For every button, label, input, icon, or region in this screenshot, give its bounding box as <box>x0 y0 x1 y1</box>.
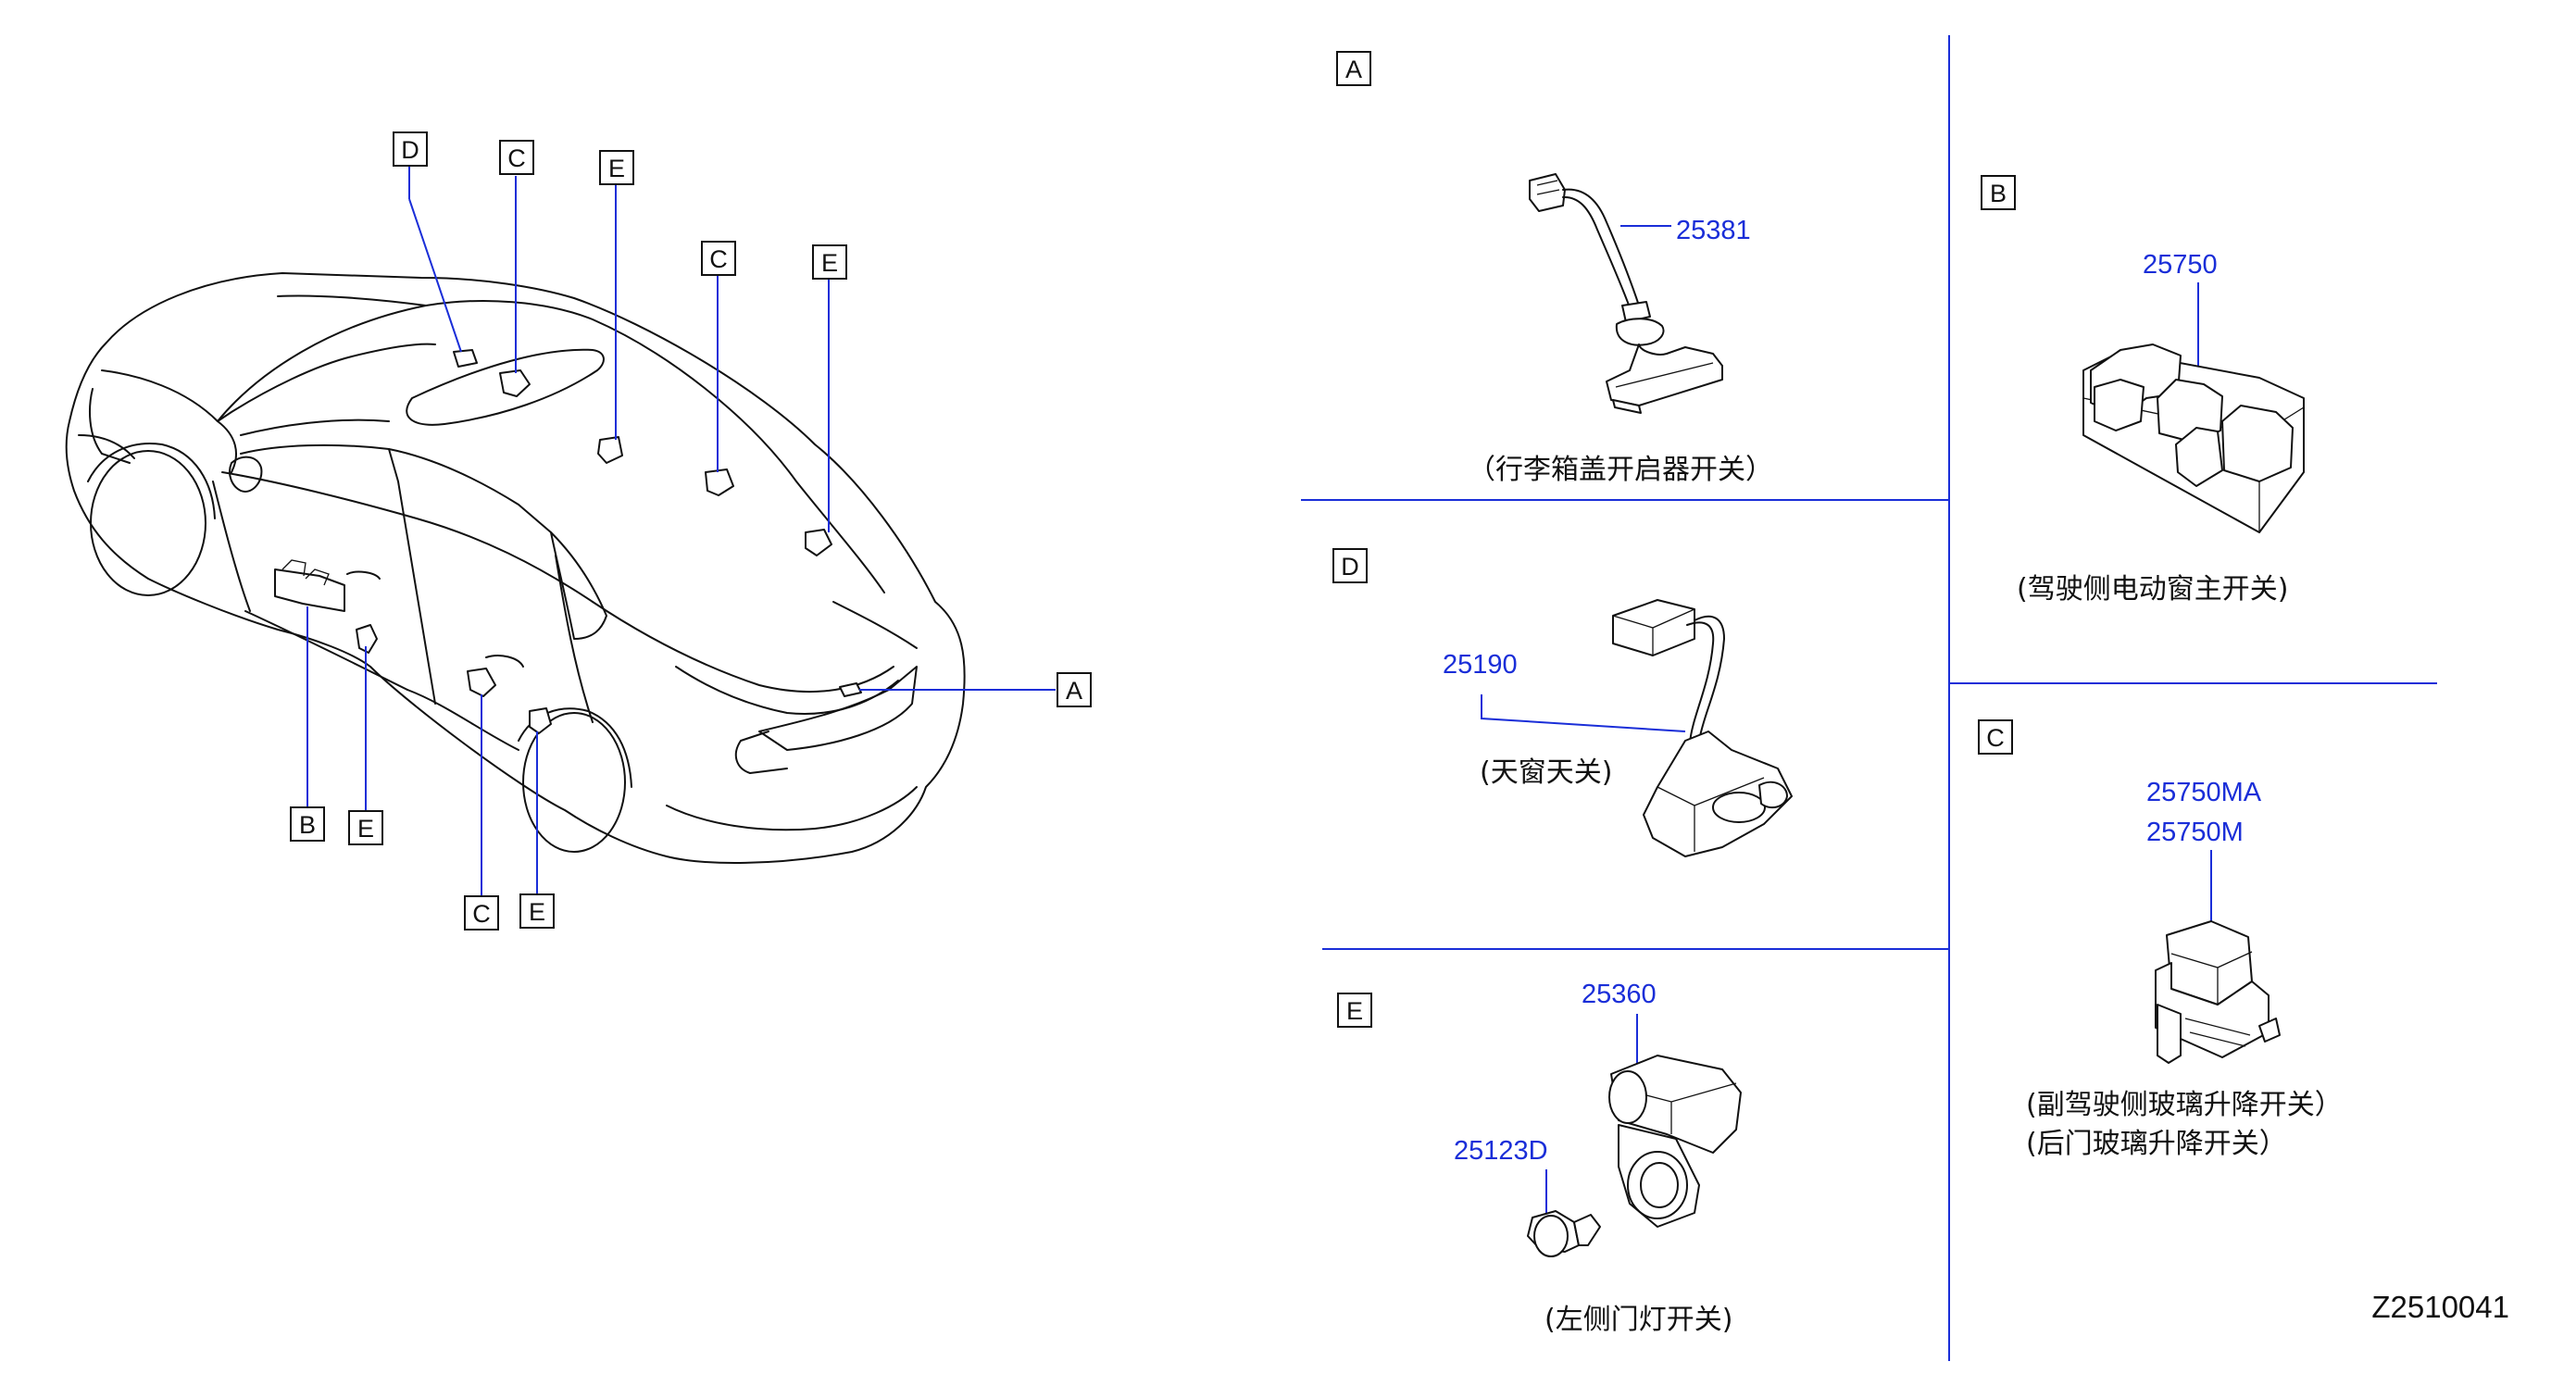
callout-c-roof: C <box>507 144 526 172</box>
caption-door-lamp-switch: (左侧门灯开关) <box>1544 1304 1732 1336</box>
screw-icon <box>1527 1210 1601 1257</box>
panel-a: A 25381 （行李箱盖开启器开关） <box>1336 51 1773 486</box>
callout-a: A <box>1066 677 1082 705</box>
callout-e-rear-door: E <box>529 898 545 926</box>
car-callouts: D C E C E A B E C E <box>290 131 1092 931</box>
callout-e-front-door: E <box>357 815 374 843</box>
panel-e-letter: E <box>1346 997 1363 1025</box>
panel-c: C 25750MA 25750M (副驾驶侧玻璃升降开关） (后门玻璃升降开关） <box>1978 719 2343 1160</box>
panel-d-letter: D <box>1341 553 1359 581</box>
passenger-window-switch-icon <box>2155 920 2281 1064</box>
diagram-code: Z2510041 <box>2371 1290 2509 1324</box>
part-number-25750MA: 25750MA <box>2146 778 2262 807</box>
callout-e-rear-roof: E <box>821 249 838 277</box>
panel-a-letter: A <box>1345 56 1362 83</box>
part-number-25750M: 25750M <box>2146 818 2244 847</box>
car-part-icons <box>274 349 862 734</box>
part-number-25360: 25360 <box>1582 980 1657 1009</box>
part-number-25381: 25381 <box>1676 216 1751 245</box>
panel-c-letter: C <box>1986 724 2005 752</box>
callout-e-roof: E <box>608 155 625 182</box>
callout-b: B <box>299 811 316 839</box>
part-number-25750: 25750 <box>2143 250 2218 280</box>
door-lamp-switch-icon <box>1608 1055 1742 1228</box>
part-number-25190: 25190 <box>1443 650 1518 680</box>
driver-window-master-switch-icon <box>2082 344 2305 533</box>
sunroof-switch-icon <box>1612 599 1793 857</box>
caption-trunk-opener: （行李箱盖开启器开关） <box>1468 454 1773 486</box>
caption-rear-door-window-switch: (后门玻璃升降开关） <box>2026 1128 2287 1160</box>
car-leaders <box>306 167 1056 898</box>
panel-b-letter: B <box>1990 180 2007 207</box>
panel-e: E 25360 25123D (左侧门灯开关) <box>1337 980 1742 1336</box>
panel-d: D 25190 (天窗天关) <box>1332 548 1793 857</box>
trunk-opener-switch-icon <box>1529 173 1723 414</box>
caption-sunroof-switch: (天窗天关) <box>1480 756 1612 789</box>
panel-b: B 25750 (驾驶侧电动窗主开关) <box>1981 175 2305 606</box>
panel-dividers <box>1301 35 2437 1361</box>
callout-c-rear-door: C <box>472 900 491 928</box>
callout-c-rear-roof: C <box>709 245 728 273</box>
callout-d: D <box>401 136 419 164</box>
part-number-25123D: 25123D <box>1454 1136 1548 1166</box>
caption-driver-window-master: (驾驶侧电动窗主开关) <box>2017 573 2288 606</box>
caption-passenger-window-switch: (副驾驶侧玻璃升降开关） <box>2026 1089 2343 1121</box>
